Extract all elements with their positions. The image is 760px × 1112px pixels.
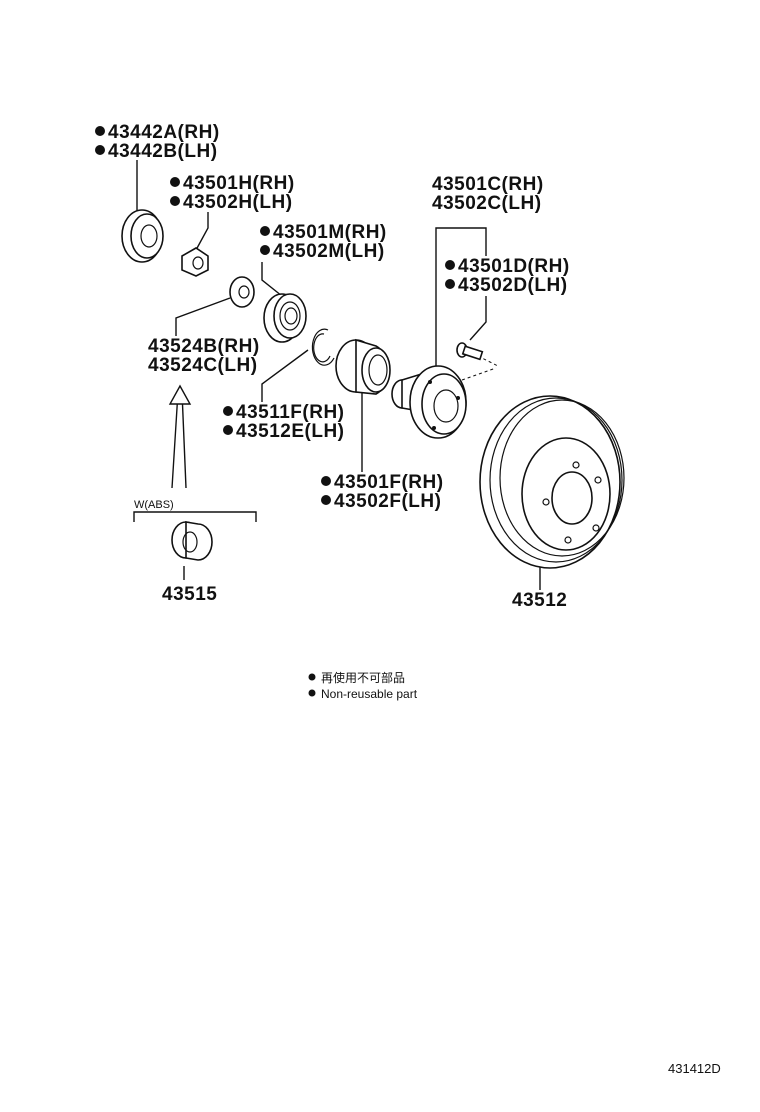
label-hub-bolt: 43501D(RH) 43502D(LH) [445, 256, 570, 296]
leader-snap-ring [261, 349, 309, 402]
svg-text:43502M(LH): 43502M(LH) [273, 241, 385, 262]
label-outer-bearing: 43501M(RH) 43502M(LH) [260, 222, 387, 262]
label-hub-nut: 43501H(RH) 43502H(LH) [170, 173, 295, 213]
svg-text:43512E(LH): 43512E(LH) [236, 421, 345, 442]
abs-rotor-part [171, 521, 213, 561]
leader-hub-nut [195, 212, 209, 251]
svg-text:43524B(RH): 43524B(RH) [148, 336, 260, 357]
svg-text:43501F(RH): 43501F(RH) [334, 472, 444, 493]
bolt-axis-line [477, 355, 499, 367]
svg-text:43511F(RH): 43511F(RH) [236, 402, 345, 423]
svg-text:43502D(LH): 43502D(LH) [458, 275, 568, 296]
abs-bracket [133, 511, 257, 522]
svg-text:43502C(LH): 43502C(LH) [432, 193, 542, 214]
svg-text:43502H(LH): 43502H(LH) [183, 192, 293, 213]
legend-jp: 再使用不可部品 [321, 670, 405, 685]
abs-arrows [168, 384, 192, 489]
label-disc: 43512 [512, 590, 567, 611]
svg-text:43442A(RH): 43442A(RH) [108, 122, 220, 143]
leader-hub [435, 227, 487, 368]
svg-text:43442B(LH): 43442B(LH) [108, 141, 218, 162]
label-abs-rotor: 43515 [162, 584, 217, 605]
leader-hub-bolt [469, 296, 487, 341]
leader-washer [175, 297, 231, 336]
label-snap-ring: 43511F(RH) 43512E(LH) [223, 402, 345, 442]
svg-text:43501C(RH): 43501C(RH) [432, 174, 544, 195]
leader-outer-bearing [261, 262, 283, 297]
hub-part [391, 365, 467, 439]
hub-nut-part [181, 247, 209, 277]
label-hub-seal: 43442A(RH) 43442B(LH) [95, 122, 220, 162]
bolt-axis-line-2 [461, 367, 497, 381]
label-inner-bearing: 43501F(RH) 43502F(LH) [321, 472, 444, 512]
svg-text:43501D(RH): 43501D(RH) [458, 256, 570, 277]
svg-text:43524C(LH): 43524C(LH) [148, 355, 258, 376]
snap-ring-part [311, 328, 335, 366]
hub-seal-part [121, 209, 164, 263]
brake-disc-part [479, 395, 625, 569]
diagram-ref-number: 431412D [668, 1061, 721, 1076]
label-abs-group: W(ABS) [134, 499, 174, 511]
label-washer: 43524B(RH) 43524C(LH) [148, 336, 260, 376]
label-hub: 43501C(RH) 43502C(LH) [432, 174, 544, 214]
svg-text:43501M(RH): 43501M(RH) [273, 222, 387, 243]
svg-text:43501H(RH): 43501H(RH) [183, 173, 295, 194]
washer-part [229, 276, 255, 308]
legend: 再使用不可部品 Non-reusable part [308, 670, 418, 701]
svg-text:43502F(LH): 43502F(LH) [334, 491, 441, 512]
hub-bolt-part [456, 342, 484, 361]
inner-bearing-part [335, 338, 391, 395]
legend-en: Non-reusable part [321, 687, 418, 701]
outer-bearing-part [263, 293, 307, 343]
